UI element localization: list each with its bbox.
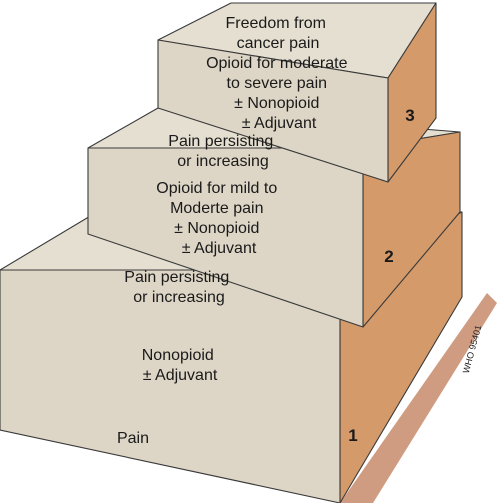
step-2-label: Opioid for mild to Moderte pain ± Nonopi… (156, 180, 281, 257)
start-label: Pain (117, 430, 149, 447)
step-2-front-face (87, 147, 364, 328)
step-3-front-face (157, 39, 389, 183)
step-3-number: 3 (405, 106, 414, 125)
step-3-block (157, 2, 437, 183)
ground-shadow (340, 293, 497, 503)
step-1-label: Nonopioid ± Adjuvant (142, 347, 219, 384)
step-2-block (87, 107, 461, 328)
step-2-number: 2 (384, 247, 393, 266)
step-1-number: 1 (348, 426, 357, 445)
step-3-label: Opioid for moderate to severe pain ± Non… (206, 55, 352, 132)
goal-label: Freedom from cancer pain (226, 15, 331, 52)
transition-2-label: Pain persisting or increasing (168, 133, 277, 170)
transition-1-label: Pain persisting or increasing (124, 269, 233, 306)
